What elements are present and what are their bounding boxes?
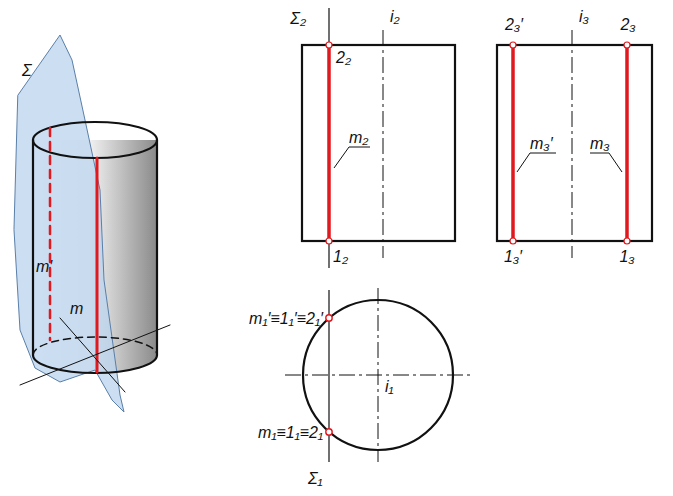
label: m′ — [36, 258, 52, 276]
point — [326, 429, 332, 435]
label: i₁ — [385, 378, 394, 396]
point — [326, 238, 332, 244]
point — [326, 42, 332, 48]
point — [326, 315, 332, 321]
side-outline — [497, 45, 652, 241]
label: m₁≡1₁≡2₁ — [258, 424, 323, 442]
generatrix — [327, 45, 331, 241]
label: 2₃ — [620, 16, 635, 34]
axis-line — [60, 318, 125, 392]
plane-sigma — [14, 35, 124, 412]
generatrix — [96, 158, 99, 372]
generatrix — [625, 45, 629, 241]
leader-line — [517, 153, 556, 172]
top-ellipse — [33, 122, 157, 158]
label: m₂ — [349, 129, 368, 147]
axis-line — [572, 30, 573, 258]
bottom-ellipse-hidden — [33, 337, 157, 355]
generatrix — [511, 45, 515, 241]
label: 2₃′ — [505, 16, 523, 34]
point — [624, 42, 630, 48]
label: 1₃ — [619, 248, 634, 266]
label: m₁′≡1₁′≡2₁′ — [249, 310, 323, 328]
cylinder-side — [156, 140, 158, 355]
label: i₃ — [579, 8, 589, 26]
axis-line — [20, 325, 170, 385]
label: i₂ — [390, 8, 400, 26]
generatrix-hidden — [49, 128, 52, 340]
cylinder-side — [32, 140, 34, 355]
point — [510, 238, 516, 244]
label: m₃ — [590, 135, 610, 153]
point — [510, 42, 516, 48]
front-view — [302, 8, 455, 268]
front-outline — [302, 45, 455, 241]
leader-line — [590, 153, 622, 172]
axis-line — [378, 288, 379, 462]
axis-line — [383, 30, 384, 258]
label: m — [70, 300, 83, 318]
label: Σ₂ — [290, 10, 306, 28]
label: Σ — [22, 62, 32, 80]
label: 2₂ — [336, 49, 351, 67]
label: m₃′ — [530, 135, 553, 153]
label: 1₃′ — [504, 248, 522, 266]
leader-line — [334, 147, 370, 168]
cylinder-3d — [14, 35, 170, 412]
side-view — [497, 30, 652, 258]
label: Σ₁ — [308, 470, 323, 488]
point — [624, 238, 630, 244]
label: 1₂ — [333, 248, 348, 266]
